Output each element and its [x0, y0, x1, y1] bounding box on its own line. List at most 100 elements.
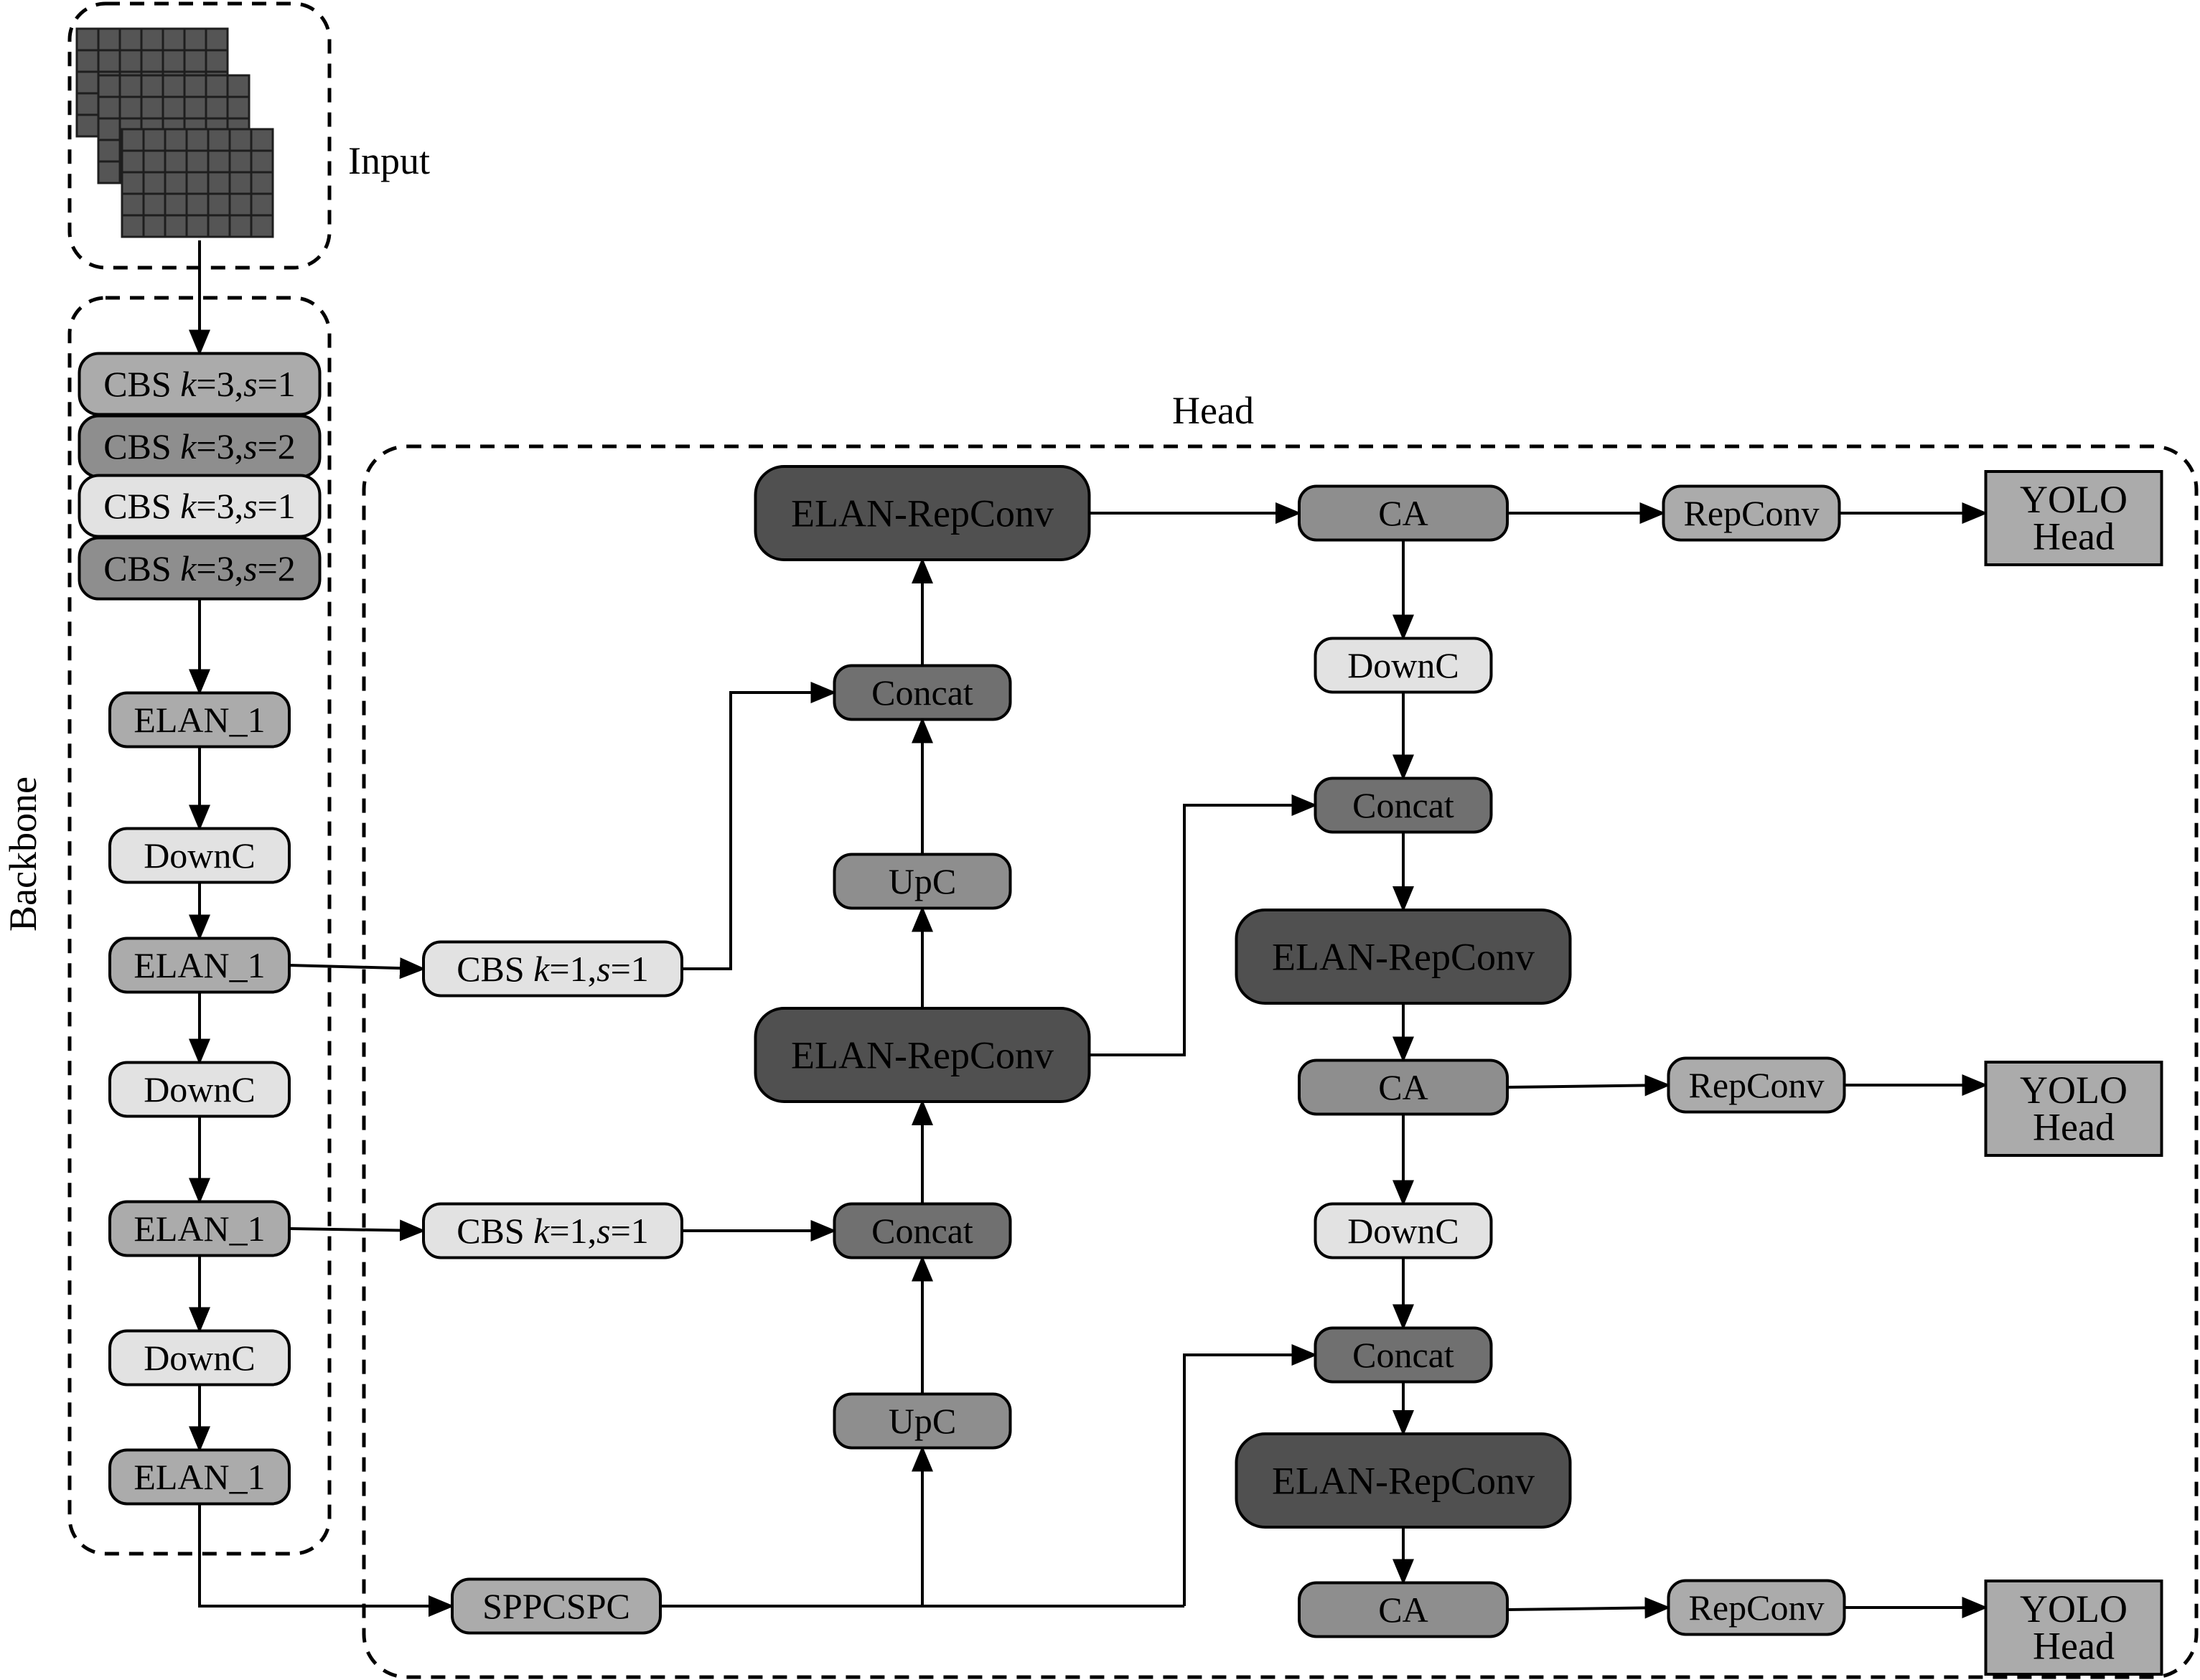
- block-concat-top-label: Concat: [871, 672, 973, 713]
- block-bb-downc3-shape: [108, 1329, 291, 1386]
- block-repconv2-shape: [1667, 1056, 1846, 1114]
- block-bb-elan1-label: ELAN_1: [134, 700, 265, 740]
- arrow-ca-bot-to-repconv: [1507, 1597, 1671, 1619]
- block-bb-elan2-label: ELAN_1: [134, 945, 265, 985]
- input-layer-3: [121, 128, 274, 238]
- block-bb-downc2-shape: [108, 1061, 291, 1118]
- block-elan-rep-mid: ELAN-RepConv: [754, 1007, 1091, 1103]
- block-bb-elan1-shape: [108, 691, 291, 749]
- block-bb-cbs4-label: CBS k=3,s=2: [103, 548, 296, 588]
- block-upc-top: UpC: [833, 853, 1012, 910]
- block-bb-downc3-label: DownC: [144, 1338, 256, 1378]
- block-bb-downc2-label: DownC: [144, 1069, 256, 1109]
- block-repconv1-label: RepConv: [1684, 493, 1820, 533]
- backbone-group-box: [67, 296, 332, 1556]
- block-bb-cbs3: CBS k=3,s=1: [78, 474, 322, 538]
- block-concat-r2: Concat: [1314, 1326, 1493, 1384]
- block-cbs-lat1-label: CBS k=1,s=1: [457, 949, 649, 989]
- block-yolo1-label-1: YOLO: [2020, 478, 2128, 521]
- block-elan-rep-top-label: ELAN-RepConv: [791, 492, 1054, 535]
- block-bb-elan1: ELAN_1: [108, 691, 291, 749]
- block-concat-r1-label: Concat: [1352, 785, 1454, 825]
- block-concat-mid-shape: [833, 1202, 1012, 1259]
- block-bb-elan3-shape: [108, 1200, 291, 1257]
- block-concat-mid-label: Concat: [871, 1211, 973, 1251]
- block-ca-mid-shape: [1298, 1059, 1509, 1116]
- block-bb-elan4-label: ELAN_1: [134, 1457, 265, 1497]
- block-repconv3-label: RepConv: [1689, 1587, 1825, 1628]
- block-downc-r1: DownC: [1314, 637, 1493, 694]
- block-ca-bot: CA: [1298, 1581, 1509, 1638]
- block-elan-rep-mid-label: ELAN-RepConv: [791, 1033, 1054, 1076]
- block-elan-rep-r1: ELAN-RepConv: [1235, 909, 1572, 1005]
- block-ca-bot-shape: [1298, 1581, 1509, 1638]
- block-bb-cbs2-label: CBS k=3,s=2: [103, 426, 296, 466]
- block-elan-rep-r1-label: ELAN-RepConv: [1272, 935, 1535, 978]
- block-repconv2-label: RepConv: [1689, 1065, 1825, 1105]
- block-repconv1-shape: [1662, 484, 1841, 542]
- block-downc-r1-shape: [1314, 637, 1493, 694]
- block-cbs-lat1-shape: [422, 940, 683, 998]
- block-bb-elan3-label: ELAN_1: [134, 1209, 265, 1249]
- block-repconv1: RepConv: [1662, 484, 1841, 542]
- block-bb-cbs4-shape: [78, 536, 322, 601]
- block-bb-cbs1-label: CBS k=3,s=1: [103, 364, 296, 404]
- block-concat-top: Concat: [833, 664, 1012, 721]
- connections: [189, 240, 1988, 1619]
- block-bb-elan2: ELAN_1: [108, 937, 291, 994]
- block-bb-cbs4: CBS k=3,s=2: [78, 536, 322, 601]
- block-elan-rep-top-shape: [754, 465, 1091, 561]
- arrow-elan2-to-cbs-lat1: [289, 957, 426, 980]
- block-elan-rep-r1-shape: [1235, 909, 1572, 1005]
- block-concat-top-shape: [833, 664, 1012, 721]
- block-ca-top: CA: [1298, 484, 1509, 542]
- block-elan-rep-mid-shape: [754, 1007, 1091, 1103]
- block-yolo3-shape: [1984, 1580, 2163, 1676]
- block-bb-cbs2: CBS k=3,s=2: [78, 414, 322, 479]
- block-concat-mid: Concat: [833, 1202, 1012, 1259]
- block-bb-elan2-shape: [108, 937, 291, 994]
- block-yolo3-label-2: Head: [2033, 1624, 2115, 1667]
- block-upc-bottom-shape: [833, 1392, 1012, 1450]
- block-bb-downc1-label: DownC: [144, 835, 256, 876]
- block-yolo2-label-1: YOLO: [2020, 1069, 2128, 1112]
- block-ca-mid: CA: [1298, 1059, 1509, 1116]
- block-yolo1-shape: [1984, 470, 2163, 566]
- block-upc-bottom: UpC: [833, 1392, 1012, 1450]
- block-elan-rep-r2-label: ELAN-RepConv: [1272, 1459, 1535, 1502]
- block-concat-r2-shape: [1314, 1326, 1493, 1384]
- backbone-label: Backbone: [1, 776, 45, 931]
- block-bb-downc1: DownC: [108, 827, 291, 884]
- block-upc-top-shape: [833, 853, 1012, 910]
- block-downc-r1-label: DownC: [1347, 645, 1459, 685]
- arrow-elan-rep-mid-to-concat-r1: [1089, 794, 1318, 1056]
- block-concat-r1: Concat: [1314, 776, 1493, 834]
- block-cbs-lat2: CBS k=1,s=1: [422, 1202, 683, 1259]
- input-image-icon: [75, 27, 274, 238]
- arrow-elan3-to-cbs-lat2: [289, 1219, 426, 1242]
- head-label: Head: [1172, 389, 1254, 432]
- input-label: Input: [348, 139, 430, 182]
- block-yolo2-shape: [1984, 1061, 2163, 1157]
- block-cbs-lat2-shape: [422, 1202, 683, 1259]
- block-concat-r1-shape: [1314, 776, 1493, 834]
- block-ca-top-label: CA: [1378, 493, 1428, 533]
- block-repconv3-shape: [1667, 1579, 1846, 1636]
- block-bb-downc3: DownC: [108, 1329, 291, 1386]
- block-cbs-lat2-label: CBS k=1,s=1: [457, 1211, 649, 1251]
- block-bb-cbs1: CBS k=3,s=1: [78, 352, 322, 416]
- block-ca-mid-label: CA: [1378, 1067, 1428, 1107]
- block-yolo1-label-2: Head: [2033, 515, 2115, 558]
- block-bb-elan4-shape: [108, 1448, 291, 1506]
- arrow-sppcspc-to-concat-r2: [1183, 1344, 1318, 1606]
- block-downc-r2: DownC: [1314, 1202, 1493, 1259]
- block-bb-downc2: DownC: [108, 1061, 291, 1118]
- block-elan-rep-r2: ELAN-RepConv: [1235, 1432, 1572, 1529]
- block-repconv3: RepConv: [1667, 1579, 1846, 1636]
- block-elan-rep-r2-shape: [1235, 1432, 1572, 1529]
- block-bb-cbs3-label: CBS k=3,s=1: [103, 486, 296, 526]
- block-downc-r2-shape: [1314, 1202, 1493, 1259]
